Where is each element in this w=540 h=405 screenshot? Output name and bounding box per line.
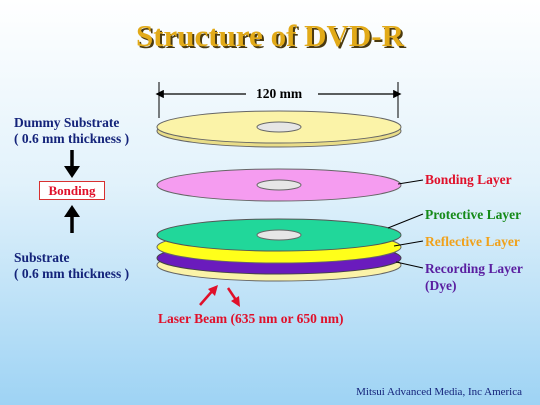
bonding-box: Bonding bbox=[39, 181, 105, 200]
substrate-label: Substrate bbox=[14, 250, 70, 265]
protective-layer-label: Protective Layer bbox=[425, 207, 522, 222]
bonding-layer-label: Bonding Layer bbox=[425, 172, 512, 187]
dummy-substrate-thickness: ( 0.6 mm thickness ) bbox=[14, 131, 130, 146]
bonding-layer-disc bbox=[156, 168, 402, 202]
recording-layer-note: (Dye) bbox=[425, 278, 457, 293]
bonding-arrows bbox=[64, 150, 80, 233]
recording-layer-label: Recording Layer bbox=[425, 261, 523, 276]
dimension-label: 120 mm bbox=[256, 86, 303, 101]
dummy-substrate-label: Dummy Substrate bbox=[14, 115, 120, 130]
protective-layer-disc bbox=[156, 218, 402, 252]
dummy-substrate-disc bbox=[156, 110, 402, 148]
footer-credit: Mitsui Advanced Media, Inc America bbox=[356, 386, 522, 398]
page-title: Structure of DVD-R bbox=[135, 18, 405, 53]
substrate-thickness: ( 0.6 mm thickness ) bbox=[14, 266, 130, 281]
laser-beam-label: Laser Beam (635 nm or 650 nm) bbox=[158, 311, 344, 326]
reflective-layer-label: Reflective Layer bbox=[425, 234, 520, 249]
label-leader-lines bbox=[387, 179, 424, 269]
laser-beam-arrows bbox=[199, 285, 240, 307]
dimension-indicator bbox=[155, 82, 402, 118]
